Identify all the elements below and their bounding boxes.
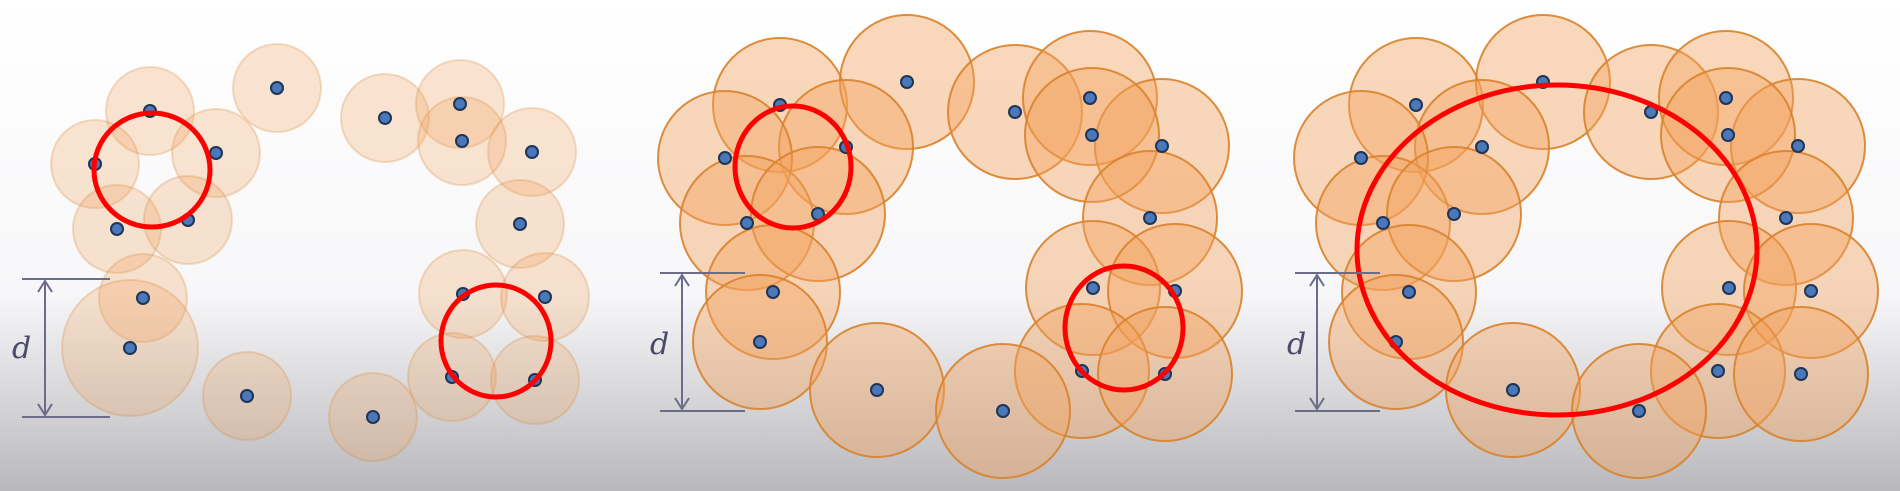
data-point — [110, 222, 124, 236]
data-point — [366, 410, 380, 424]
hole-highlight — [1354, 82, 1760, 418]
data-point — [1143, 211, 1157, 225]
dimension-marker-1: d — [12, 278, 110, 418]
data-point — [1791, 139, 1805, 153]
data-point — [1632, 404, 1646, 418]
panel-small-radius — [50, 43, 590, 462]
data-point — [538, 290, 552, 304]
data-point — [1711, 364, 1725, 378]
data-point — [136, 291, 150, 305]
data-point — [1086, 281, 1100, 295]
data-point — [1779, 211, 1793, 225]
data-point — [1376, 216, 1390, 230]
data-point — [209, 146, 223, 160]
data-point — [1354, 151, 1368, 165]
data-point — [378, 111, 392, 125]
data-point — [996, 404, 1010, 418]
data-point — [1475, 140, 1489, 154]
data-points — [1354, 75, 1818, 418]
data-point — [766, 285, 780, 299]
data-point — [718, 151, 732, 165]
data-point — [870, 383, 884, 397]
data-point — [1083, 91, 1097, 105]
dimension-label: d — [12, 331, 31, 366]
panel-medium-radius — [657, 14, 1243, 479]
data-point — [270, 81, 284, 95]
hole-highlight — [438, 282, 554, 400]
data-point — [1719, 91, 1733, 105]
data-point — [1722, 281, 1736, 295]
dimension-marker-3: d — [1287, 272, 1380, 412]
data-point — [1506, 383, 1520, 397]
data-point — [1721, 128, 1735, 142]
dimension-marker-2: d — [650, 272, 745, 412]
data-point — [455, 134, 469, 148]
data-point — [1447, 207, 1461, 221]
data-point — [525, 145, 539, 159]
data-point — [1804, 284, 1818, 298]
data-point — [240, 389, 254, 403]
data-point — [1402, 285, 1416, 299]
data-point — [1008, 105, 1022, 119]
data-point — [513, 217, 527, 231]
dimension-label: d — [1287, 327, 1306, 362]
data-point — [1794, 367, 1808, 381]
hole-highlight — [1062, 263, 1186, 393]
panel-large-radius — [1293, 14, 1879, 479]
data-point — [1409, 98, 1423, 112]
data-point — [1085, 128, 1099, 142]
data-point — [123, 341, 137, 355]
hole-highlight — [91, 110, 213, 230]
data-point — [740, 216, 754, 230]
dimension-label: d — [650, 327, 669, 362]
data-point — [1155, 139, 1169, 153]
data-point — [900, 75, 914, 89]
data-point — [453, 97, 467, 111]
data-point — [753, 335, 767, 349]
hole-highlight — [732, 103, 854, 231]
